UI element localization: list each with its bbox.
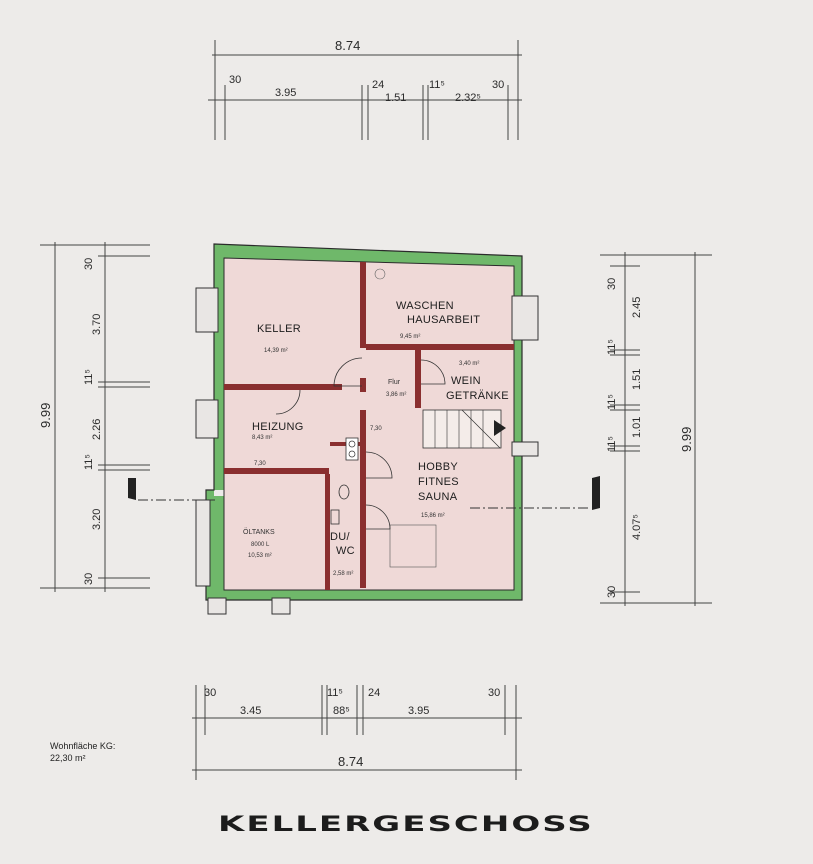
dim-right-total: 9.99 (679, 427, 694, 452)
dim-top-total: 8.74 (335, 38, 360, 53)
door-mark-2: 7,30 (370, 426, 382, 432)
building: KELLER 14,39 m² WASCHEN HAUSARBEIT 9,45 … (128, 243, 600, 615)
room-heizung-area: 8,43 m² (252, 435, 272, 441)
door-mark-1: 7,30 (254, 461, 266, 467)
room-waschen-area: 9,45 m² (400, 334, 420, 340)
dim-left-seg-6: 3.20 (91, 509, 103, 530)
room-wein-name1: WEIN (451, 375, 481, 387)
room-hobby-area: 15,86 m² (421, 513, 445, 519)
dim-left-seg-7: 30 (83, 573, 95, 585)
dim-bottom-seg-5: 24 (368, 687, 380, 699)
room-keller-name: KELLER (257, 323, 301, 335)
stair-arrow-icon (494, 420, 506, 436)
wall-keller-heizung (224, 384, 342, 390)
room-duwc-name1: DU/ (330, 531, 350, 543)
dim-right-seg-1: 30 (606, 278, 618, 290)
dim-bottom-seg-4: 88⁵ (333, 705, 350, 717)
wohnflaeche-value: 22,30 m² (50, 753, 86, 763)
dimension-left: 9.99 30 3.70 11⁵ 2.26 11⁵ 3.20 30 (38, 242, 150, 592)
wall-waschen-bottom (366, 344, 514, 350)
dimension-right: 9.99 30 2.45 11⁵ 1.51 11⁵ 1.01 11⁵ 4.07⁵… (600, 252, 712, 606)
dim-bottom-seg-7: 30 (488, 687, 500, 699)
lightwell-1 (207, 597, 227, 615)
wall-oeltanks-wc (325, 474, 330, 590)
room-oeltanks-name2: 8000 L (251, 542, 270, 548)
room-duwc-area: 2,58 m² (333, 571, 353, 577)
toilet-icon (338, 484, 350, 500)
dim-right-seg-9: 30 (606, 586, 618, 598)
dim-top-seg-4: 1.51 (385, 92, 406, 104)
room-wein-area: 3,40 m² (459, 361, 479, 367)
interior-fill (224, 256, 515, 592)
dim-bottom-total: 8.74 (338, 754, 363, 769)
window-right-1 (511, 295, 539, 341)
dim-top-seg-3: 24 (372, 79, 384, 91)
dim-right-seg-4: 1.51 (631, 369, 643, 390)
wall-hobby-west (360, 410, 366, 588)
washer-icon (374, 268, 386, 280)
dimension-top: 8.74 30 3.95 24 1.51 11⁵ 2.32⁵ 30 (208, 38, 522, 140)
dim-bottom-seg-1: 30 (204, 687, 216, 699)
wohnflaeche-note: Wohnfläche KG: 22,30 m² (50, 740, 115, 764)
lightwell-2 (271, 597, 291, 615)
staircase (389, 409, 506, 568)
dimension-bottom: 30 3.45 11⁵ 88⁵ 24 3.95 30 8.74 (192, 685, 522, 780)
room-duwc-name2: WC (336, 545, 355, 557)
dim-right-seg-5: 11⁵ (606, 394, 618, 410)
room-hobby-name2: FITNES (418, 476, 459, 488)
wall-heizung-oeltanks (224, 468, 329, 474)
dim-right-seg-8: 4.07⁵ (631, 514, 643, 540)
section-marker (128, 476, 600, 510)
room-oeltanks-area: 10,53 m² (248, 553, 272, 559)
room-heizung-name: HEIZUNG (252, 421, 304, 433)
room-flur-name: Flur (388, 379, 401, 386)
room-hobby-name3: SAUNA (418, 491, 458, 503)
dim-left-total: 9.99 (38, 403, 53, 428)
dim-right-seg-6: 1.01 (631, 417, 643, 438)
room-hobby-name1: HOBBY (418, 461, 458, 473)
room-wein-name2: GETRÄNKE (446, 390, 509, 402)
dim-top-seg-2: 3.95 (275, 87, 296, 99)
window-left-2 (195, 399, 219, 439)
room-waschen-name1: WASCHEN (396, 300, 454, 312)
dim-left-seg-1: 30 (83, 258, 95, 270)
room-waschen-name2: HAUSARBEIT (407, 314, 480, 326)
door-swings (275, 268, 446, 530)
wall-keller-waschen (360, 262, 366, 348)
dim-bottom-seg-6: 3.95 (408, 705, 429, 717)
dim-right-seg-7: 11⁵ (606, 436, 618, 452)
dim-top-seg-7: 30 (492, 79, 504, 91)
dim-right-seg-3: 11⁵ (606, 339, 618, 355)
dim-left-seg-4: 2.26 (91, 419, 103, 440)
dim-left-seg-3: 11⁵ (83, 369, 95, 385)
window-left-1 (195, 287, 219, 333)
wohnflaeche-label: Wohnfläche KG: (50, 741, 116, 751)
wall-flur-wein (415, 350, 421, 408)
dim-top-seg-1: 30 (229, 74, 241, 86)
dim-bottom-seg-3: 11⁵ (327, 687, 343, 699)
room-oeltanks-name1: ÖLTANKS (243, 528, 275, 536)
room-flur-area: 3,86 m² (386, 392, 406, 398)
dim-right-seg-2: 2.45 (631, 297, 643, 318)
dim-left-seg-5: 11⁵ (83, 454, 95, 470)
dim-top-seg-5: 11⁵ (429, 79, 445, 91)
dim-left-seg-2: 3.70 (91, 314, 103, 335)
page-title: KELLERGESCHOSS (218, 812, 594, 837)
window-right-2 (511, 441, 539, 457)
dim-top-seg-6: 2.32⁵ (455, 92, 481, 104)
dim-bottom-seg-2: 3.45 (240, 705, 261, 717)
sink-icon (330, 509, 340, 525)
room-keller-area: 14,39 m² (264, 348, 288, 354)
window-left-3 (195, 499, 211, 587)
